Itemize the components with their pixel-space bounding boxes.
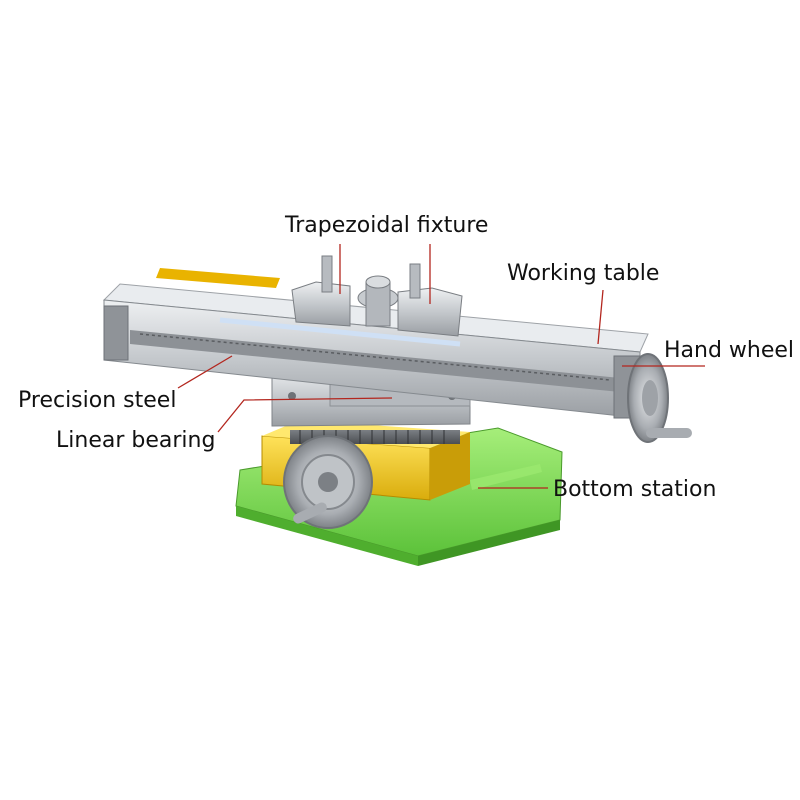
right-hand-wheel-icon	[627, 353, 692, 443]
leader-lines	[177, 244, 705, 489]
leader-linear-bearing	[217, 397, 393, 433]
front-hand-wheel-icon	[283, 435, 373, 529]
label-linear-bearing: Linear bearing	[56, 428, 216, 453]
label-hand-wheel: Hand wheel	[664, 338, 795, 363]
label-trapezoidal-fixture: Trapezoidal fixture	[285, 213, 489, 238]
label-precision-steel: Precision steel	[18, 388, 177, 413]
label-bottom-station: Bottom station	[553, 477, 717, 502]
leader-precision-steel	[177, 355, 233, 389]
label-working-table: Working table	[507, 261, 660, 286]
leader-working-table	[597, 289, 604, 345]
trapezoidal-fixture	[291, 255, 463, 337]
